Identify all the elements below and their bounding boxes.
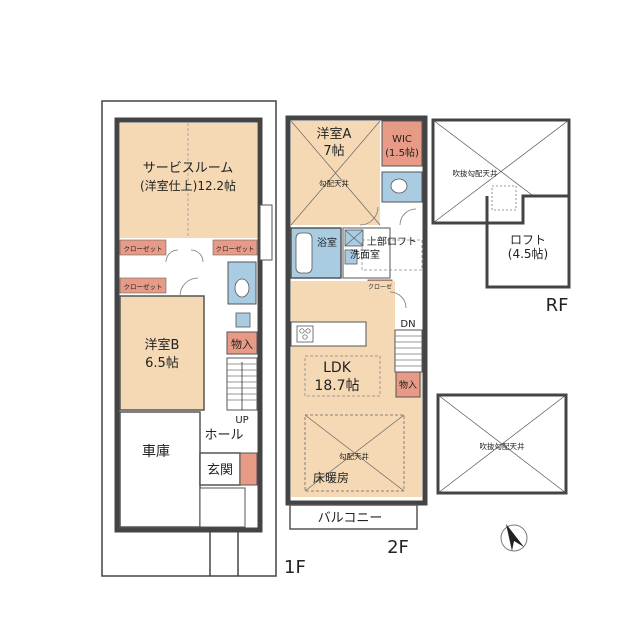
floor-heating-area [304,414,405,492]
garage-label: 車庫 [142,443,170,460]
loft-size: (4.5帖) [508,246,548,261]
floor-2f-label: 2F [387,537,409,558]
closet-label: クローゼット [124,282,163,291]
sink-1f [235,312,251,328]
storage-2f-label: 物入 [399,379,417,391]
closet-label: クローゼット [124,244,163,253]
void-bottom-label: 吹抜勾配天井 [480,441,525,451]
entrance [199,452,241,486]
wic [381,120,423,167]
ldk-size: 18.7帖 [314,378,359,394]
storage-2f [395,371,421,398]
service-room [120,123,257,238]
loft-above-label: 上部ロフト [367,235,417,248]
lot-outline-1f [101,100,277,577]
service-room-size: (洋室仕上)12.2帖 [140,178,236,193]
bedroom-b-size: 6.5帖 [145,356,179,371]
hall-label: ホール [204,428,243,443]
toilet-bowl-icon [234,278,250,298]
closet-2f-label: クローゼ [368,283,392,291]
closet-1f-c [119,277,167,294]
sloped-ceiling-label: 勾配天井 [339,451,369,461]
floor-heating-label: 床暖房 [313,470,349,485]
floor-rf: 吹抜勾配天井 ロフト (4.5帖) 吹抜勾配天井 RF [431,118,571,495]
stairs-2f [394,329,423,373]
door-swing [359,206,379,226]
wic-label: WIC [392,134,412,145]
garage [119,411,201,528]
closet-label: クローゼット [216,244,255,253]
closet-1f-b [212,239,258,256]
bedroom-b [119,295,205,411]
service-room-label: サービスルーム [143,161,234,176]
entry-porch [199,487,246,528]
north-arrow-icon [500,524,528,552]
bath-label: 浴室 [317,236,337,249]
loft-label: ロフト [510,233,546,247]
entrance-label: 玄関 [207,463,233,478]
door-swing [179,277,199,297]
stair-up-label: UP [235,415,248,426]
floor-rf-label: RF [546,295,569,316]
toilet-bowl-icon [390,178,408,194]
storage-1f [226,331,258,355]
bedroom-b-label: 洋室B [145,337,180,353]
loft [485,194,571,289]
storage-label: 物入 [231,337,253,351]
floor-1f: サービスルーム (洋室仕上)12.2帖 クローゼット クローゼット クローゼット… [101,100,306,578]
wic-size: (1.5帖) [385,146,419,159]
stairs-1f [226,357,258,411]
balcony [289,504,418,530]
washroom-label: 洗面室 [350,248,380,261]
bedroom-a-label: 洋室A [317,126,352,142]
bathtub-icon [295,232,313,274]
bedroom-a-size: 7帖 [323,144,344,159]
void-top-label: 吹抜勾配天井 [453,168,498,178]
floor-2f: 洋室A 7帖 WIC (1.5帖) 勾配天井 浴室 洗面室 上部ロフト クローゼ… [285,115,428,558]
stove-icon [296,325,314,343]
shoe-storage [239,452,258,486]
balcony-label: バルコニー [318,511,383,526]
ldk [291,281,395,497]
ldk-label: LDK [323,360,352,376]
floor-1f-label: 1F [284,557,306,578]
loft-above-outline [361,239,423,271]
sloped-ceiling-label: 勾配天井 [319,178,349,188]
closet-1f-a [119,239,167,256]
stair-dn-label: DN [400,319,415,330]
